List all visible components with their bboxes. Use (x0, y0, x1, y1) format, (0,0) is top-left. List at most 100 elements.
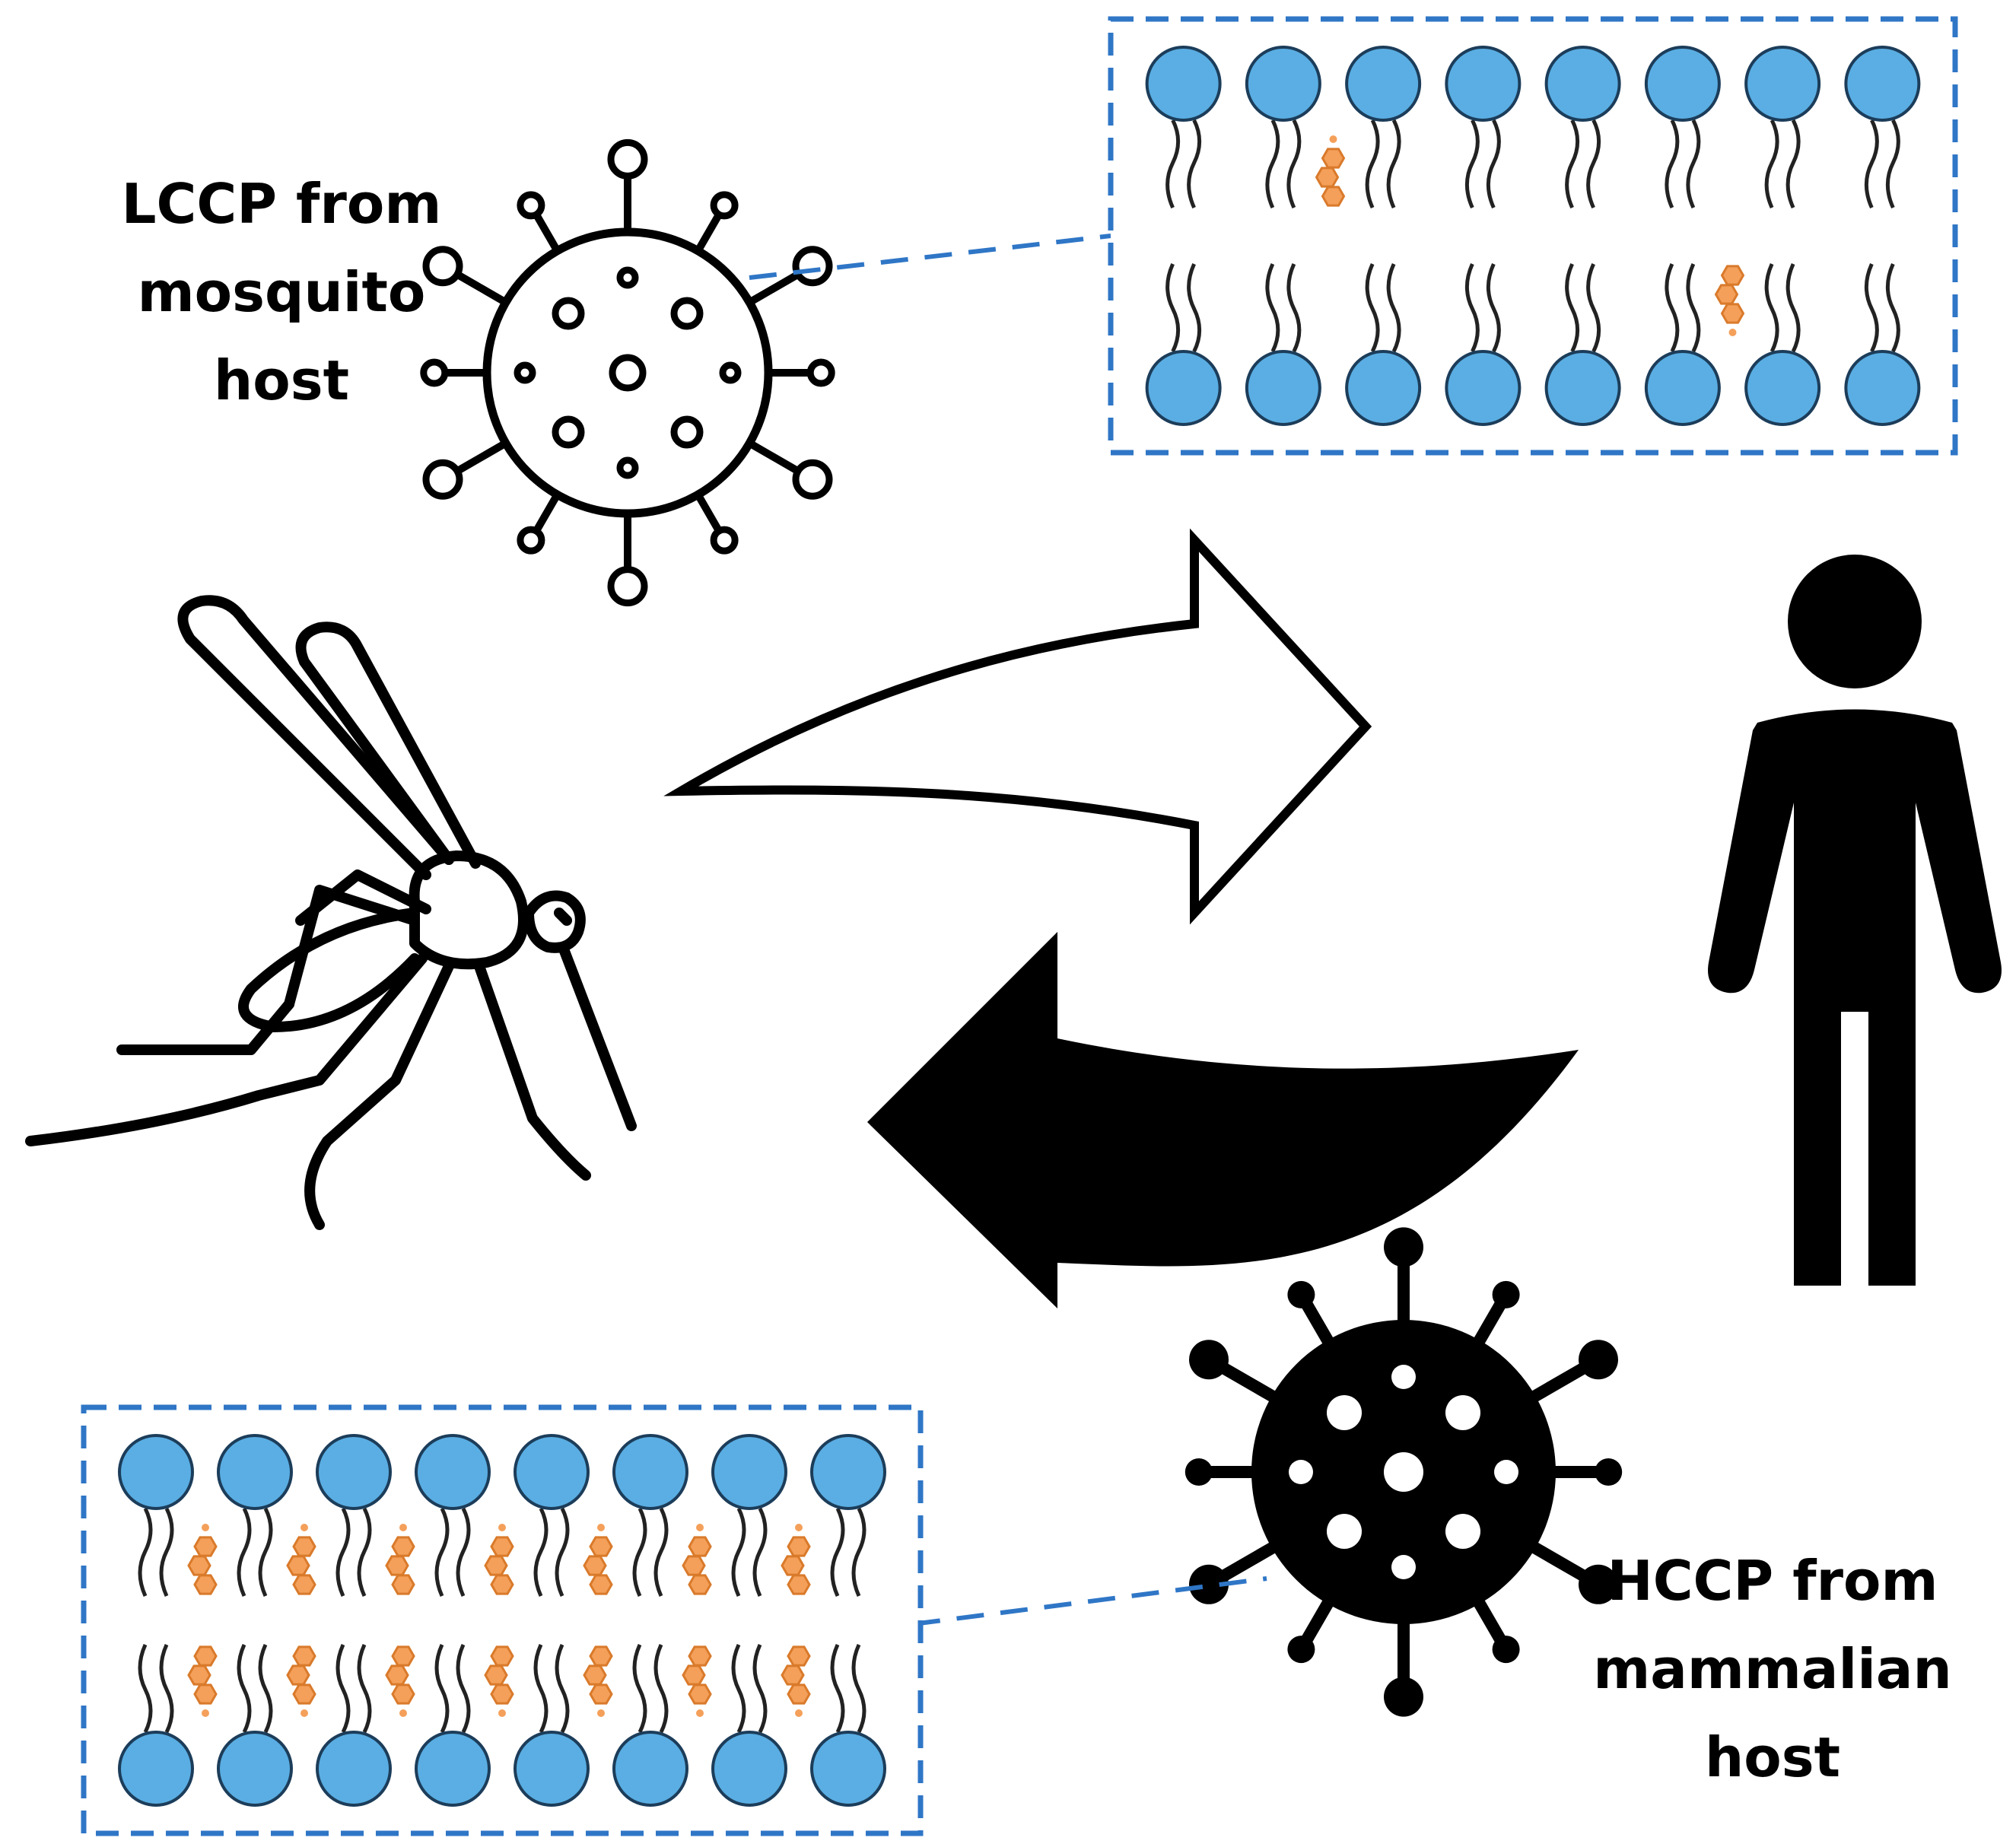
virus-spike-stalk (694, 208, 724, 255)
cholesterol-ring (1720, 265, 1745, 286)
lipid-tail (1464, 119, 1480, 209)
lipid-tail (731, 1507, 746, 1598)
virus-spike-head (806, 358, 835, 387)
cholesterol-ring (781, 1555, 805, 1576)
lipid-tail (1586, 119, 1601, 209)
lipid-head (810, 1731, 886, 1807)
cholesterol-ring (583, 1664, 607, 1686)
lipid-tail (1286, 262, 1302, 353)
cholesterol-oh (202, 1524, 209, 1531)
cholesterol-ring (391, 1645, 415, 1667)
cholesterol-ring (187, 1555, 211, 1576)
lipid-tail (1265, 262, 1280, 353)
virus-spike-stalk (1474, 1296, 1508, 1346)
virus-spike-stalk (531, 491, 561, 537)
arrow-to-human-icon (663, 528, 1372, 925)
lipid-tail (830, 1507, 845, 1598)
cholesterol-oh (696, 1709, 704, 1717)
lipid-tail (1864, 119, 1879, 209)
arrow-to-mosquito-icon (867, 932, 1579, 1308)
lipid-head (514, 1434, 590, 1510)
virus-pore (1327, 1395, 1362, 1430)
cholesterol-ring (1321, 186, 1346, 207)
lipid-head (711, 1731, 787, 1807)
lipid-tail (237, 1507, 252, 1598)
lipid-tail (1565, 119, 1580, 209)
virus-pore (552, 415, 585, 449)
cholesterol-ring (193, 1683, 218, 1705)
lipid-tail (632, 1643, 647, 1734)
cholesterol-ring (193, 1645, 218, 1667)
cholesterol-oh (597, 1709, 605, 1717)
lipid-tail (258, 1643, 273, 1734)
lipid-head (415, 1434, 491, 1510)
cholesterol-ring (292, 1683, 316, 1705)
virus-pore (616, 266, 639, 289)
virus-spike-stalk (450, 269, 510, 307)
cholesterol-ring (391, 1536, 415, 1557)
virus-lccp-icon (420, 138, 835, 607)
lipid-head (1345, 46, 1422, 122)
virus-spike-head (420, 358, 449, 387)
lipid-tail (1885, 119, 1900, 209)
mosquito-membrane-box (1108, 16, 1958, 456)
lipid-tail (1764, 119, 1779, 209)
lipid-head (217, 1434, 293, 1510)
cholesterol-ring (688, 1683, 712, 1705)
cholesterol-ring (787, 1645, 811, 1667)
cholesterol-oh (795, 1524, 803, 1531)
virus-pore (1391, 1365, 1416, 1389)
virus-spike-head (1189, 1564, 1229, 1604)
virus-spike-stalk (694, 491, 724, 537)
virus-spike-stalk (746, 439, 805, 477)
lipid-tail (1386, 119, 1401, 209)
virus-spike-head (1189, 1340, 1229, 1380)
lipid-tail (1864, 262, 1879, 353)
lipid-head (1844, 46, 1921, 122)
virus-spike-stalk (1474, 1598, 1508, 1648)
cholesterol-ring (1714, 284, 1739, 305)
cholesterol-ring (193, 1536, 218, 1557)
lipid-tail (1265, 119, 1280, 209)
lccp-label-line-3: host (214, 348, 349, 412)
connector-hccp (912, 1576, 1267, 1626)
virus-spike-head (1287, 1636, 1315, 1664)
lipid-tail (335, 1643, 351, 1734)
lipid-tail (830, 1643, 845, 1734)
lipid-tail (1565, 262, 1580, 353)
cholesterol-oh (1728, 329, 1737, 336)
lipid-tail (1464, 262, 1480, 353)
lipid-tail (752, 1643, 768, 1734)
lipid-head (118, 1434, 194, 1510)
cholesterol-ring (286, 1664, 310, 1686)
lipid-tail (1365, 262, 1380, 353)
lipid-head (1245, 350, 1321, 426)
lipid-tail (237, 1643, 252, 1734)
cholesterol-ring (1315, 167, 1340, 188)
cholesterol-ring (583, 1555, 607, 1576)
virus-spike-stalk (1299, 1296, 1334, 1346)
cholesterol-ring (688, 1574, 712, 1595)
virus-spike-head (1384, 1677, 1423, 1717)
lipid-tail (1365, 119, 1380, 209)
lipid-tail (335, 1507, 351, 1598)
virus-spike-stalk (746, 269, 805, 307)
lipid-tail (555, 1643, 570, 1734)
lipid-tail (1686, 119, 1701, 209)
cholesterol-oh (300, 1709, 308, 1717)
lipid-tail (357, 1507, 372, 1598)
hccp-label-line-3: host (1705, 1725, 1840, 1789)
lipid-tail (851, 1507, 866, 1598)
virus-spike-head (1184, 1458, 1213, 1486)
virus-spike-head (517, 526, 545, 555)
lipid-tail (258, 1507, 273, 1598)
cholesterol-oh (696, 1524, 704, 1531)
virus-spike-head (1578, 1564, 1618, 1604)
lipid-head (1644, 46, 1721, 122)
lipid-tail (456, 1507, 471, 1598)
virus-spike-stalk (1299, 1598, 1334, 1648)
lipid-head (1445, 350, 1522, 426)
lipid-tail (357, 1643, 372, 1734)
